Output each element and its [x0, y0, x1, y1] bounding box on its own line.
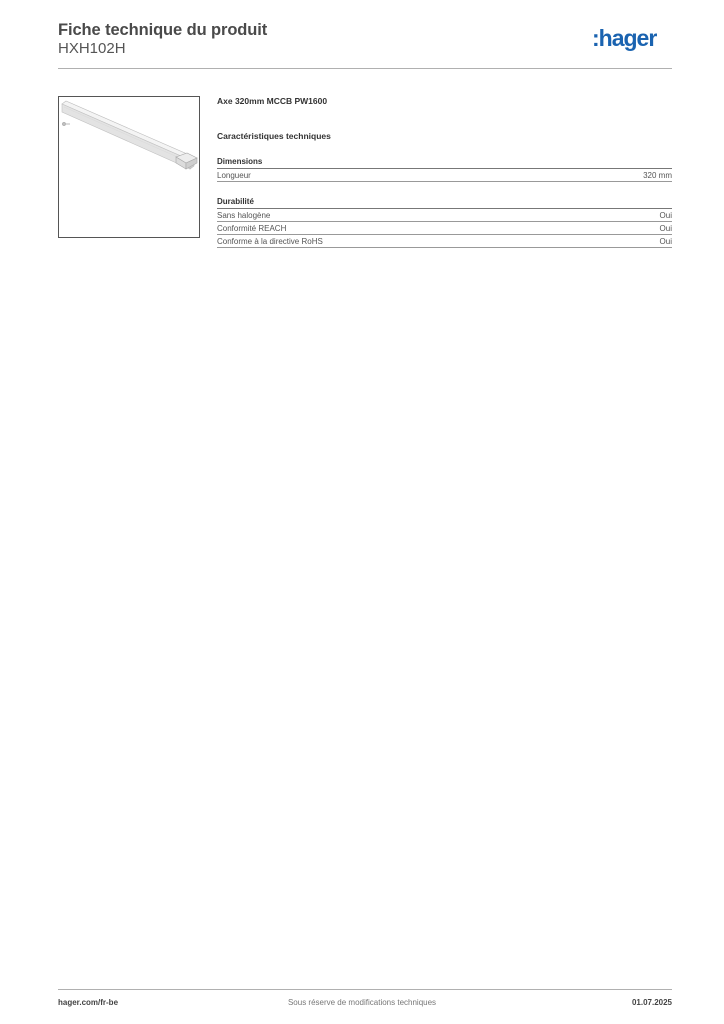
spec-row-rohs: Conforme à la directive RoHS Oui [217, 235, 672, 248]
spec-value: Oui [659, 237, 672, 246]
footer-website-link[interactable]: hager.com/fr-be [58, 998, 119, 1007]
hager-logo: :hager [592, 26, 672, 58]
spec-label: Sans halogène [217, 211, 271, 220]
footer-notice: Sous réserve de modifications techniques [287, 998, 437, 1007]
spec-row-longueur: Longueur 320 mm [217, 169, 672, 182]
product-image [58, 96, 200, 238]
spec-label: Longueur [217, 171, 251, 180]
spec-label: Conformité REACH [217, 224, 287, 233]
product-details: Axe 320mm MCCB PW1600 Caractéristiques t… [217, 95, 672, 248]
header-divider [58, 68, 672, 69]
spec-value: Oui [659, 224, 672, 233]
product-reference: HXH102H [58, 40, 126, 57]
spec-row-sans-halogene: Sans halogène Oui [217, 209, 672, 222]
document-title: Fiche technique du produit [58, 21, 268, 39]
specs-heading: Caractéristiques techniques [217, 131, 331, 141]
footer-divider [58, 989, 672, 990]
spec-group-title-durabilite: Durabilité [217, 196, 672, 209]
spec-row-conformite-reach: Conformité REACH Oui [217, 222, 672, 235]
product-name: Axe 320mm MCCB PW1600 [217, 96, 328, 106]
hager-logo-text: :hager [592, 26, 657, 51]
spec-label: Conforme à la directive RoHS [217, 237, 323, 246]
spec-group-title-dimensions: Dimensions [217, 156, 672, 169]
spec-value: 320 mm [643, 171, 672, 180]
spec-value: Oui [659, 211, 672, 220]
footer-date: 01.07.2025 [631, 998, 672, 1007]
